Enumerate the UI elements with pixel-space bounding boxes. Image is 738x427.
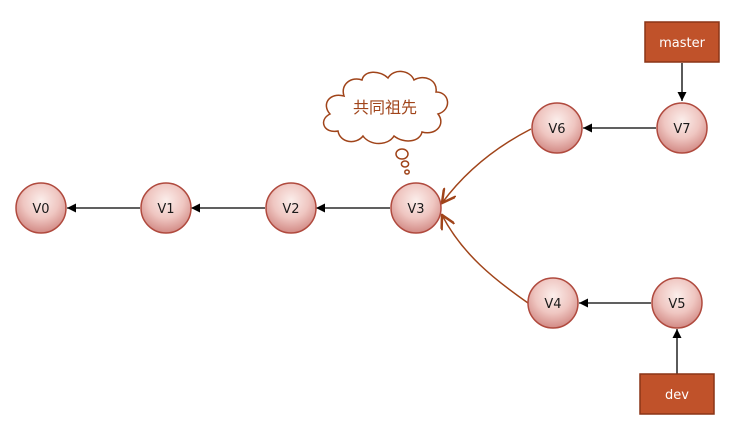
cloud-shape	[322, 70, 449, 145]
commit-node-v1[interactable]: V1	[140, 182, 192, 234]
edge-v6-v3	[442, 128, 532, 203]
commit-node-v7[interactable]: V7	[656, 102, 708, 154]
commit-label: V5	[668, 297, 685, 312]
commit-label: V4	[544, 297, 561, 312]
commit-node-v6[interactable]: V6	[531, 102, 583, 154]
commit-node-v2[interactable]: V2	[265, 182, 317, 234]
cloud-bubble-large	[395, 148, 409, 160]
cloud-bubble-medium	[400, 160, 410, 168]
commit-node-v5[interactable]: V5	[651, 277, 703, 329]
callout-text: 共同祖先	[353, 98, 417, 117]
commit-label: V0	[32, 202, 49, 217]
commit-label: V1	[157, 202, 174, 217]
edges	[67, 63, 687, 374]
commit-node-v3[interactable]: V3	[390, 182, 442, 234]
commit-label: V2	[282, 202, 299, 217]
commit-nodes: V0 V1 V2 V3 V4 V5 V6 V7	[15, 102, 708, 329]
branch-dev-label: dev	[665, 388, 689, 403]
edge-v4-v3	[442, 215, 529, 304]
branch-dev[interactable]: dev	[639, 373, 715, 415]
cloud-bubble-small	[404, 169, 410, 175]
branch-master[interactable]: master	[644, 21, 720, 63]
commit-label: V3	[407, 202, 424, 217]
commit-node-v4[interactable]: V4	[527, 277, 579, 329]
commit-label: V6	[548, 122, 565, 137]
commit-label: V7	[673, 122, 690, 137]
common-ancestor-callout: 共同祖先	[322, 70, 449, 175]
branch-master-label: master	[659, 36, 705, 51]
commit-node-v0[interactable]: V0	[15, 182, 67, 234]
